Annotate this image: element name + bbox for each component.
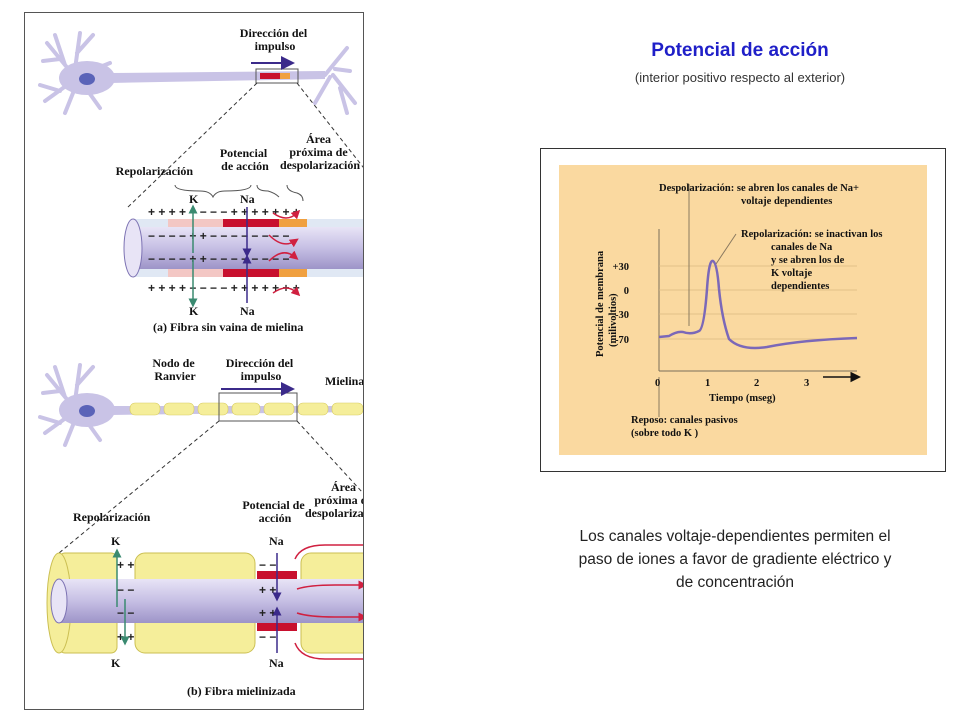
svg-text:+ + + + − − − − + + + + + + +: + + + + − − − − + + + + + + + [148, 205, 300, 219]
na-label-b-top: Na [269, 534, 284, 548]
direction-label-a: Dirección del impulso [240, 26, 310, 53]
svg-text:− −: − − [259, 558, 276, 572]
xtick-1: 1 [705, 378, 710, 389]
neuron-diagram-panel: Dirección del impulso Repolarización Pot… [24, 12, 364, 710]
svg-text:+ +: + + [259, 606, 276, 620]
neuron-a [38, 31, 357, 115]
ytick-neg70: -70 [615, 335, 629, 346]
k-label-b-top: K [111, 534, 121, 548]
action-potential-graph: Despolarización: se abren los canales de… [540, 148, 946, 472]
y-axis-label: Potencial de membrana(milivoltios) [595, 250, 619, 357]
svg-text:− − − − + + − − − − − − − −: − − − − + + − − − − − − − − [148, 229, 289, 243]
x-axis-label: Tiempo (mseg) [709, 393, 776, 404]
na-label-a-top: Na [240, 192, 255, 206]
page-title: Potencial de acción [651, 40, 829, 61]
ytick-30: +30 [613, 262, 629, 273]
potencial-label-b: Potencial de acción [242, 498, 307, 525]
svg-text:− −: − − [117, 583, 134, 597]
k-label-a-bottom: K [189, 304, 199, 318]
graph-background [559, 165, 927, 455]
action-potential-trace [658, 259, 858, 350]
neuron-b [38, 363, 363, 447]
ytick-0: 0 [624, 286, 629, 297]
svg-text:+ + + + − − − − + + + + + + +: + + + + − − − − + + + + + + + [148, 281, 300, 295]
k-label-b-bottom: K [111, 656, 121, 670]
xtick-3: 3 [804, 378, 809, 389]
xtick-0: 0 [655, 378, 660, 389]
mielina-label: Mielina [325, 374, 363, 388]
nodo-label: Nodo de Ranvier [152, 356, 197, 383]
svg-text:Potencial de membrana(milivolt: Potencial de membrana(milivoltios) [595, 250, 619, 357]
area-label-b: Área próxima de despolarización [305, 480, 363, 520]
svg-text:− − − − + + − − − − − − − −: − − − − + + − − − − − − − − [148, 252, 289, 266]
despolarizacion-note: Despolarización: se abren los canales de… [659, 183, 862, 207]
fiber-a: + + + + − − − − + + + + + + + − − − − + … [123, 204, 363, 308]
direction-label-b: Dirección del impulso [226, 356, 296, 383]
fig-b-caption: (b) Fibra mielinizada [187, 684, 296, 698]
page-subtitle: (interior positivo respecto al exterior) [634, 70, 846, 85]
na-label-a-bottom: Na [240, 304, 255, 318]
reposo-note: Reposo: canales pasivos (sobre todo K ) [631, 415, 740, 439]
svg-text:− −: − − [259, 630, 276, 644]
fiber-b: + +− −− −+ + − −+ ++ +− − [46, 544, 363, 660]
potencial-label-a: Potencial de acción [220, 146, 270, 173]
explanation-caption: Los canales voltaje-dependientes permite… [578, 528, 892, 591]
repolarizacion-label-a: Repolarización [116, 164, 194, 178]
xtick-2: 2 [754, 378, 759, 389]
svg-text:+ +: + + [259, 583, 276, 597]
repolarizacion-note: Repolarización: se inactivan los canales… [741, 229, 885, 292]
repolarizacion-label-b: Repolarización [73, 510, 151, 524]
area-label-a: Área próxima de despolarización [280, 132, 360, 172]
k-label-a-top: K [189, 192, 199, 206]
svg-text:+ +: + + [117, 558, 134, 572]
fig-a-caption: (a) Fibra sin vaina de mielina [153, 320, 303, 334]
ytick-neg30: -30 [615, 310, 629, 321]
na-label-b-bottom: Na [269, 656, 284, 670]
